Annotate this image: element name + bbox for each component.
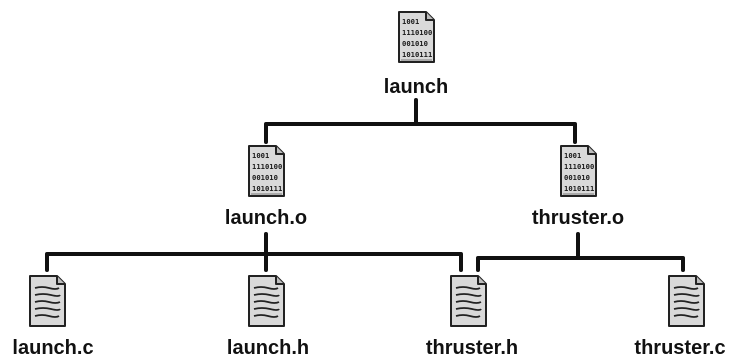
text-file-icon bbox=[667, 274, 706, 328]
connector-launch-o-to-sources bbox=[45, 232, 463, 272]
node-label-thruster-c: thruster.c bbox=[634, 337, 726, 359]
connector-thruster-o-to-sources bbox=[476, 232, 685, 272]
binary-digits: 1001 1110100 001010 1010111 bbox=[252, 151, 282, 193]
svg-text:1001: 1001 bbox=[402, 17, 419, 26]
svg-text:001010: 001010 bbox=[564, 173, 590, 182]
binary-digits: 1001 1110100 001010 1010111 bbox=[564, 151, 594, 193]
svg-text:1010111: 1010111 bbox=[564, 184, 594, 193]
svg-text:001010: 001010 bbox=[252, 173, 278, 182]
connector-launch-to-objects bbox=[264, 98, 577, 144]
binary-file-icon: 1001 1110100 001010 1010111 bbox=[397, 10, 436, 64]
svg-text:1001: 1001 bbox=[564, 151, 581, 160]
node-label-launch-c: launch.c bbox=[12, 337, 94, 359]
svg-text:1110100: 1110100 bbox=[252, 162, 282, 171]
node-label-launch-o: launch.o bbox=[224, 207, 308, 229]
binary-file-icon: 1001 1110100 001010 1010111 bbox=[559, 144, 598, 198]
text-file-icon bbox=[449, 274, 488, 328]
svg-text:001010: 001010 bbox=[402, 39, 428, 48]
svg-text:1010111: 1010111 bbox=[252, 184, 282, 193]
node-label-thruster-h: thruster.h bbox=[425, 337, 519, 359]
svg-text:1110100: 1110100 bbox=[402, 28, 432, 37]
binary-file-icon: 1001 1110100 001010 1010111 bbox=[247, 144, 286, 198]
node-label-thruster-o: thruster.o bbox=[531, 207, 625, 229]
node-label-launch: launch bbox=[383, 76, 449, 98]
node-label-launch-h: launch.h bbox=[226, 337, 310, 359]
svg-text:1001: 1001 bbox=[252, 151, 269, 160]
binary-digits: 1001 1110100 001010 1010111 bbox=[402, 17, 432, 59]
text-file-icon bbox=[247, 274, 286, 328]
svg-text:1110100: 1110100 bbox=[564, 162, 594, 171]
svg-text:1010111: 1010111 bbox=[402, 50, 432, 59]
text-file-icon bbox=[28, 274, 67, 328]
connectors bbox=[45, 98, 685, 272]
